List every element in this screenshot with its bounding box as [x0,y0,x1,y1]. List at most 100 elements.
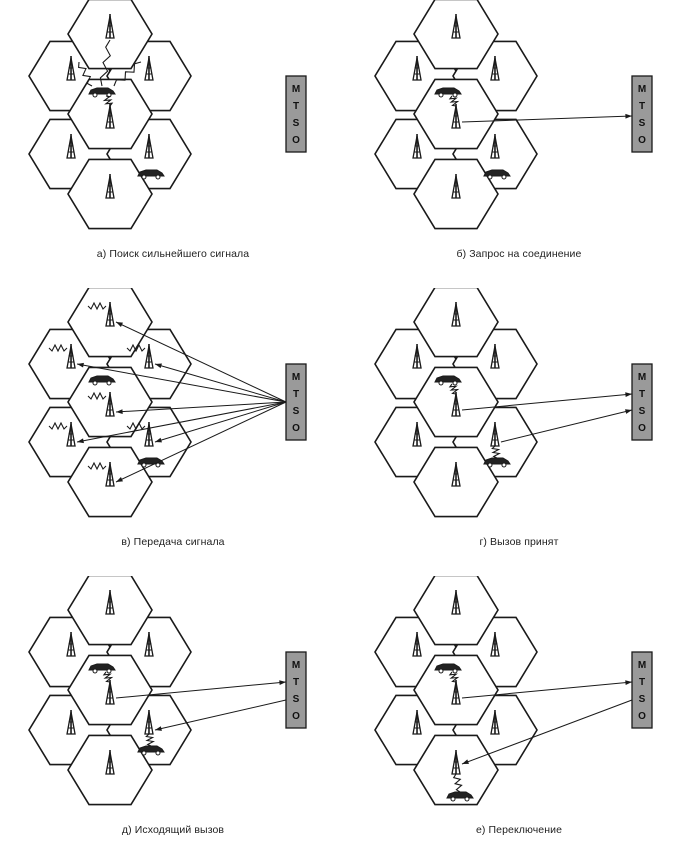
caption-b: б) Запрос на соединение [456,248,582,260]
tower-icon [144,56,154,81]
tower-icon [490,134,500,159]
arrow-head [279,680,286,686]
car-icon [434,375,462,386]
tower-icon [412,56,422,81]
mtso-letter: S [639,694,646,705]
tower-icon [490,710,500,735]
mtso-letter: T [293,677,299,688]
tower-icon [451,590,461,615]
car-icon [88,663,116,674]
signal-zigzag [102,671,114,683]
car-icon [434,663,462,674]
signal-zigzag [448,95,460,107]
arrow-head [154,363,162,369]
tower-icon [490,56,500,81]
arrow-head [77,438,84,444]
signal-zigzag [491,445,502,459]
signal-link [461,393,633,411]
mtso-letter: O [292,135,300,146]
mtso-letter: M [638,372,646,383]
tower-icon [451,462,461,487]
signal-link [76,401,287,443]
signal-zigzag [448,671,460,683]
car-icon [483,169,511,180]
signal-zigzag [87,461,107,471]
tower-icon [66,134,76,159]
car-icon [137,169,165,180]
tower-icon [105,590,115,615]
arrow-head [625,392,632,398]
tower-icon [66,710,76,735]
arrow-head [625,680,632,686]
tower-icon [105,750,115,775]
arrow-head [625,409,632,414]
tower-icon [451,392,461,417]
mtso-letter: T [293,389,299,400]
tower-icon [105,462,115,487]
caption-d: г) Вызов принят [479,536,559,548]
mtso-letter: M [292,372,300,383]
mtso-letter: T [639,677,645,688]
mtso-letter: T [639,389,645,400]
signal-link [76,363,287,403]
signal-link [115,681,287,699]
signal-link [461,115,633,123]
tower-icon [144,134,154,159]
mtso-letter: M [292,84,300,95]
arrow-head [77,362,84,368]
tower-icon [105,302,115,327]
signal-zigzag [78,61,93,87]
mtso-letter: M [638,84,646,95]
mtso-letter: O [638,423,646,434]
signal-link [154,401,287,443]
tower-icon [451,104,461,129]
signal-zigzag [448,383,460,395]
tower-icon [66,56,76,81]
mtso-letter: T [639,101,645,112]
signal-zigzag [48,343,68,353]
tower-icon [66,632,76,657]
signal-link [115,401,287,483]
tower-icon [144,632,154,657]
car-icon [483,457,511,468]
caption-f: е) Переключение [475,824,563,836]
mtso-letter: S [293,118,300,129]
mtso-letter: S [639,406,646,417]
tower-icon [144,344,154,369]
caption-c: в) Передача сигнала [121,536,225,548]
tower-icon [412,632,422,657]
mtso-letter: O [292,711,300,722]
mtso-letter: M [638,660,646,671]
tower-icon [66,344,76,369]
signal-link [115,401,287,413]
tower-icon [451,14,461,39]
car-icon [137,745,165,756]
tower-icon [451,302,461,327]
caption-a: а) Поиск сильнейшего сигнала [96,248,250,260]
tower-icon [490,344,500,369]
signal-link [115,321,287,403]
mtso-letter: S [639,118,646,129]
tower-icon [412,134,422,159]
arrow-head [462,759,469,764]
tower-icon [412,422,422,447]
tower-icon [412,344,422,369]
car-icon [446,791,474,802]
